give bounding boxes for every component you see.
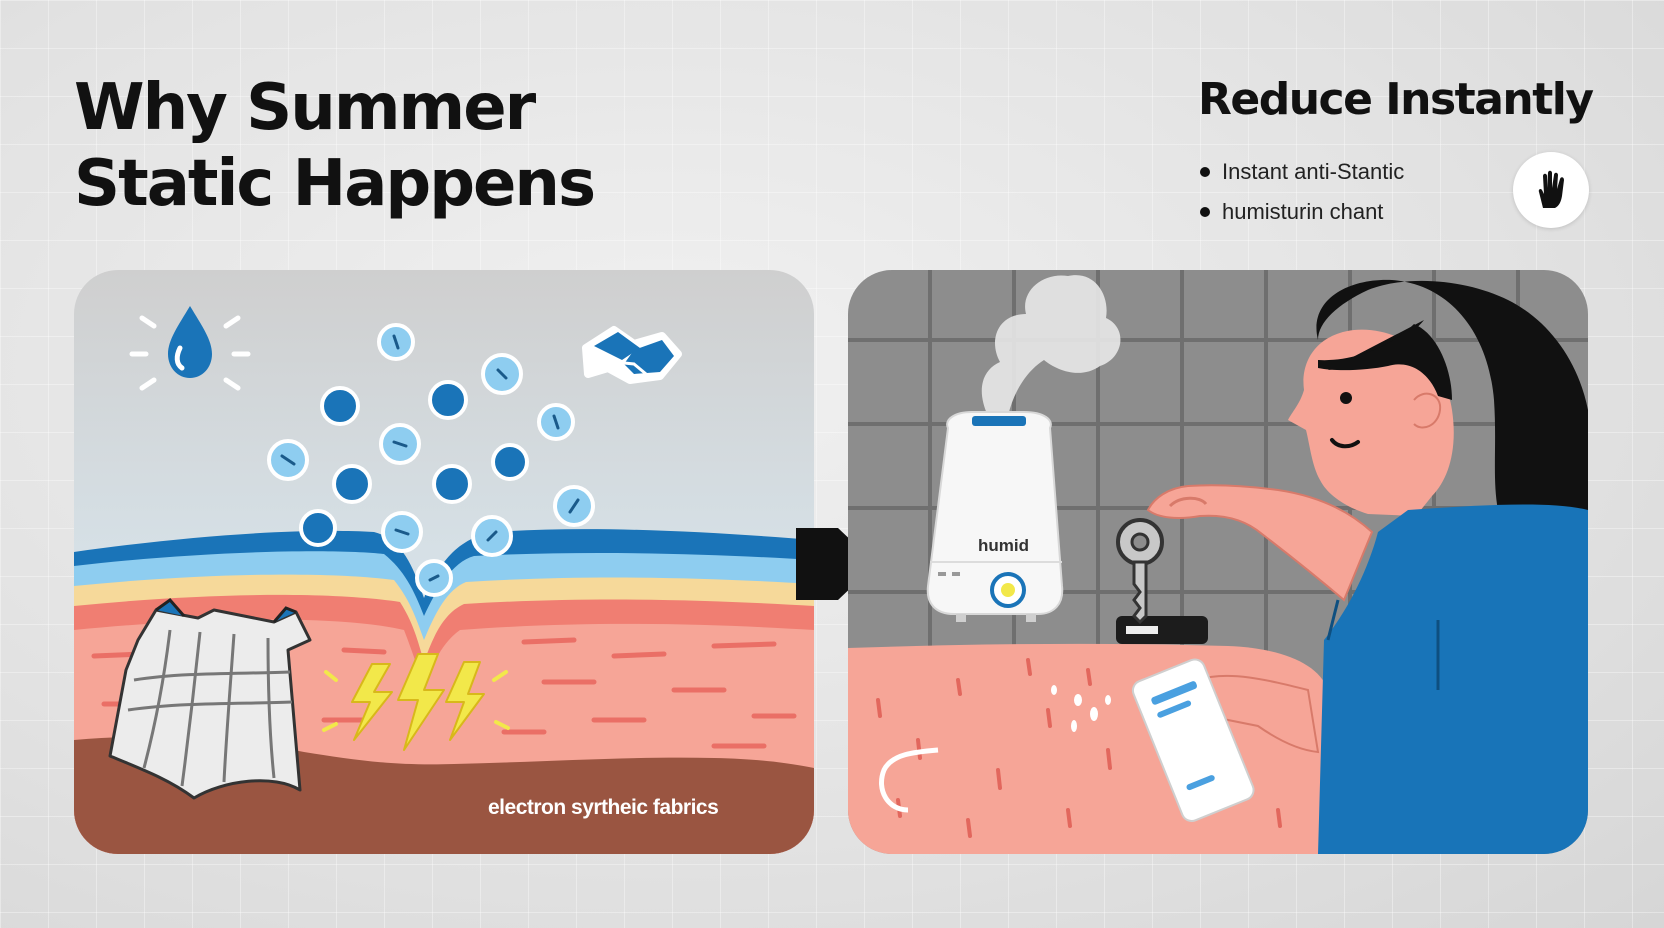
key-icon: [1116, 518, 1164, 625]
person-illustration: [1146, 279, 1588, 854]
tip-item: Instant anti-Stantic: [1200, 152, 1404, 192]
tips-list: Instant anti-Stantic humisturin chant: [1200, 152, 1404, 232]
page-title-line-2: Static Happens: [74, 147, 596, 221]
water-drop-icon: [129, 306, 251, 391]
lotion-tube-icon: [1131, 658, 1255, 823]
static-cause-panel: electron syrtheic fabrics: [74, 270, 814, 854]
handshake-icon: [582, 326, 682, 384]
humidifier-label: humid: [978, 536, 1029, 555]
steam-icon: [981, 275, 1121, 416]
page-title: Why Summer Static Happens: [74, 70, 596, 222]
remedy-panel: humid: [848, 270, 1588, 854]
hand-icon: [1513, 152, 1589, 228]
reduce-heading: Reduce Instantly: [1198, 74, 1594, 125]
panel-caption: electron syrtheic fabrics: [488, 796, 719, 819]
electron-particles: [267, 323, 595, 597]
fabric-shirt-icon: [108, 597, 312, 800]
page-title-line-1: Why Summer: [74, 71, 536, 145]
lightning-bolt-icon: [351, 653, 485, 751]
tip-item: humisturin chant: [1200, 192, 1404, 232]
humidifier-icon: [879, 411, 1064, 813]
